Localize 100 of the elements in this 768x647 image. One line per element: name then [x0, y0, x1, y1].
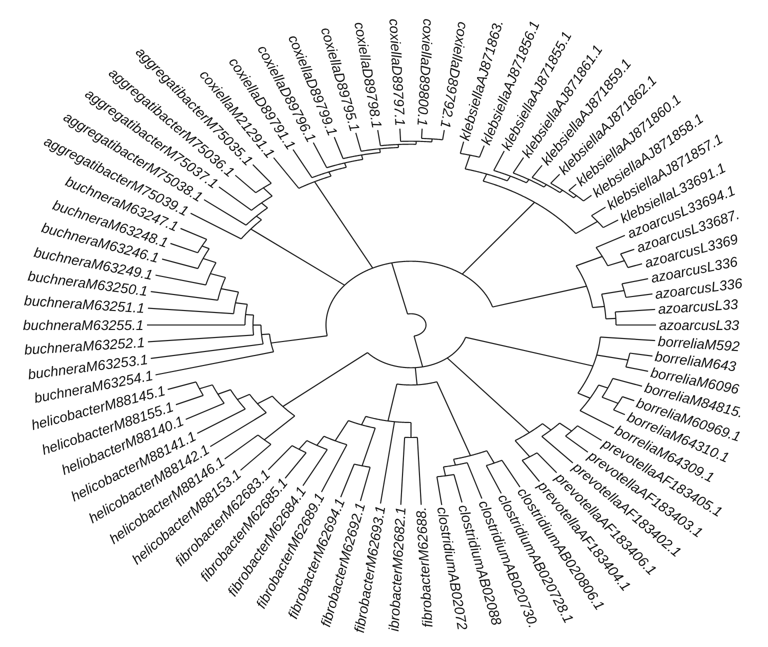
- branch-arc: [422, 138, 443, 140]
- branch-arc: [465, 168, 508, 182]
- branch-line: [204, 199, 246, 226]
- branch-arc: [212, 384, 225, 404]
- branch-line: [148, 334, 254, 342]
- branch-line: [202, 258, 216, 264]
- branch-line: [565, 436, 588, 453]
- branch-line: [240, 444, 272, 471]
- branch-line: [197, 408, 246, 434]
- branch-line: [576, 221, 598, 234]
- branch-line: [486, 450, 495, 464]
- branch-arc: [230, 389, 246, 410]
- branch-arc: [240, 219, 262, 240]
- branch-arc: [252, 315, 254, 336]
- branch-arc: [482, 180, 576, 234]
- branch-line: [580, 410, 614, 428]
- branch-line: [630, 352, 653, 357]
- branch-arc: [460, 152, 480, 158]
- branch-line: [391, 262, 408, 314]
- branch-line: [262, 334, 270, 336]
- branch-arc: [542, 422, 560, 437]
- branch-line: [379, 148, 381, 153]
- branch-line: [292, 149, 312, 178]
- branch-line: [522, 460, 540, 482]
- branch-line: [190, 212, 242, 240]
- branch-line: [235, 302, 248, 305]
- branch-arc: [196, 382, 204, 396]
- branch-line: [416, 141, 417, 144]
- branch-line: [253, 324, 261, 326]
- branch-line: [162, 258, 198, 270]
- branch-arc: [596, 247, 608, 266]
- branch-line: [256, 216, 262, 220]
- branch-arc: [380, 144, 416, 146]
- branch-line: [506, 176, 511, 182]
- branch-arc: [614, 312, 617, 325]
- branch-line: [453, 459, 456, 466]
- branch-line: [583, 194, 592, 202]
- branch-line: [199, 384, 213, 390]
- branch-line: [608, 260, 625, 266]
- branch-arc: [366, 416, 411, 424]
- branch-arc: [621, 284, 626, 298]
- branch-arc: [602, 378, 614, 398]
- branch-line: [273, 157, 300, 189]
- branch-line: [380, 422, 396, 504]
- branch-line: [436, 476, 442, 506]
- branch-line: [482, 174, 488, 182]
- branch-line: [155, 274, 206, 286]
- leaf-label: ibrobacterM62682.1: [386, 506, 408, 632]
- branch-arc: [251, 196, 272, 211]
- branch-line: [180, 228, 207, 240]
- branch-arc: [486, 460, 502, 466]
- branch-line: [210, 273, 226, 278]
- branch-line: [264, 416, 296, 440]
- branch-arc: [197, 239, 208, 253]
- branch-line: [246, 314, 254, 316]
- branch-line: [224, 434, 258, 460]
- branch-arc: [532, 176, 560, 194]
- branch-arc: [258, 434, 272, 445]
- branch-line: [541, 436, 574, 464]
- branch-line: [399, 128, 402, 142]
- branch-line: [501, 460, 520, 488]
- branch-line: [620, 248, 634, 254]
- branch-line: [334, 136, 344, 159]
- branch-arc: [325, 260, 494, 336]
- branch-line: [446, 358, 530, 433]
- branch-line: [493, 150, 505, 171]
- branch-line: [302, 449, 328, 486]
- branch-line: [334, 420, 349, 442]
- branch-line: [598, 384, 608, 389]
- branch-arc: [522, 452, 538, 461]
- branch-line: [263, 187, 273, 196]
- branch-line: [591, 206, 606, 216]
- leaf-label: fibrobacterM62688.: [414, 506, 435, 628]
- branch-line: [220, 288, 239, 293]
- leaf-label: buchneraM63255.1: [23, 318, 144, 332]
- branch-arc: [268, 334, 274, 352]
- branch-arc: [292, 445, 306, 454]
- branch-arc: [306, 440, 328, 450]
- branch-line: [436, 382, 471, 456]
- branch-line: [526, 179, 530, 184]
- branch-line: [218, 186, 252, 211]
- branch-line: [616, 324, 656, 326]
- branch-line: [613, 409, 626, 416]
- branch-line: [168, 381, 196, 390]
- branch-line: [155, 351, 274, 376]
- branch-arc: [197, 248, 210, 269]
- branch-line: [464, 154, 470, 170]
- branch-line: [532, 165, 542, 178]
- branch-line: [568, 184, 577, 191]
- branch-line: [400, 437, 406, 505]
- branch-line: [387, 384, 398, 422]
- branch-line: [602, 290, 624, 295]
- branch-line: [442, 130, 445, 140]
- branch-line: [578, 392, 590, 399]
- branch-arc: [255, 182, 272, 194]
- branch-line: [377, 130, 381, 146]
- branch-line: [261, 202, 268, 208]
- branch-line: [270, 335, 328, 344]
- branch-line: [398, 144, 399, 148]
- branch-line: [218, 389, 231, 395]
